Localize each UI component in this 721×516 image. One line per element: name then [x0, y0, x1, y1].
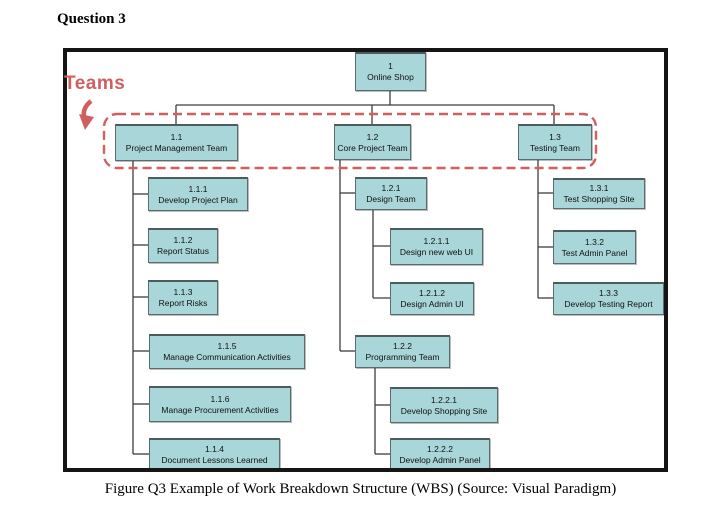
wbs-node-number: 1.1.1: [188, 183, 208, 194]
wbs-node-label: Test Shopping Site: [563, 194, 635, 204]
wbs-node-label: Online Shop: [367, 72, 414, 82]
wbs-node-number: 1.1.4: [205, 443, 224, 454]
wbs-node-label: Design new web UI: [399, 247, 474, 257]
wbs-node-number: 1.1: [170, 132, 183, 142]
wbs-node-number: 1.1.5: [217, 341, 237, 351]
wbs-node-label: Develop Project Plan: [158, 194, 238, 205]
wbs-node-number: 1.2: [366, 131, 379, 142]
wbs-node-number: 1.3.2: [585, 236, 604, 247]
wbs-node-number: 1.2.1.1: [423, 236, 450, 246]
wbs-node-label: Design Team: [366, 194, 416, 204]
wbs-node-label: Report Status: [157, 246, 209, 256]
wbs-node-label: Develop Shopping Site: [400, 405, 488, 416]
wbs-node-number: 1.1.6: [210, 393, 230, 404]
wbs-node-label: Develop Testing Report: [564, 299, 653, 309]
wbs-node-label: Develop Admin Panel: [399, 454, 481, 465]
question-heading: Question 3: [57, 11, 126, 27]
wbs-node-number: 1.1.2: [173, 235, 193, 245]
wbs-node-number: 1.2.1.2: [419, 288, 445, 298]
wbs-node-number: 1: [388, 61, 393, 71]
wbs-node-number: 1.2.1: [381, 183, 401, 193]
wbs-node-label: Manage Communication Activities: [163, 352, 291, 362]
wbs-node-label: Core Project Team: [337, 142, 408, 153]
teams-label: Teams: [64, 73, 126, 94]
wbs-node-number: 1.2.2: [393, 341, 412, 351]
teams-arrow-icon: [79, 99, 94, 130]
wbs-node-label: Design Admin UI: [400, 299, 464, 309]
teams-group-outline: [102, 112, 598, 170]
wbs-node-label: Testing Team: [530, 142, 580, 153]
wbs-node-label: Programming Team: [365, 352, 440, 362]
wbs-node-number: 1.1.3: [173, 287, 193, 297]
wbs-node-number: 1.3: [549, 131, 561, 142]
wbs-node-label: Test Admin Panel: [561, 247, 628, 258]
wbs-node-number: 1.3.1: [589, 183, 609, 193]
wbs-node-number: 1.2.2.1: [431, 394, 457, 405]
figure-caption: Figure Q3 Example of Work Breakdown Stru…: [104, 481, 617, 497]
wbs-node-label: Manage Procurement Activities: [161, 404, 279, 415]
wbs-node-label: Document Lessons Learned: [161, 454, 268, 465]
wbs-node-label: Project Management Team: [125, 143, 228, 153]
wbs-node-number: 1.3.3: [599, 288, 618, 298]
wbs-node-number: 1.2.2.2: [427, 443, 453, 454]
wbs-node-label: Report Risks: [158, 298, 208, 308]
